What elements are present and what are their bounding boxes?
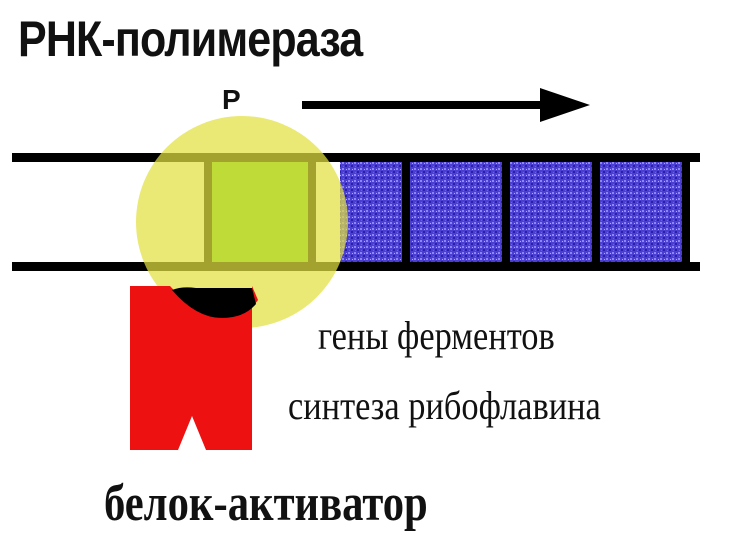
gene-block [510,160,592,264]
genes-label-line2: синтеза рибофлавина [288,383,601,428]
promoter-label: P [222,84,241,115]
gene-block [410,160,502,264]
dna-top-strand [12,153,700,162]
gene-block [600,160,682,264]
genes-label-line1: гены ферментов [318,313,555,358]
activator-protein [130,286,258,450]
dna-double-strand [12,153,700,271]
activator-label: белок-активатор [104,475,428,532]
gene-blocks [340,160,682,264]
dna-bottom-strand [12,262,700,271]
gene-separators [402,158,690,266]
gene-block [340,160,402,264]
rna-polymerase [136,116,348,328]
transcription-direction-arrow [302,88,590,122]
rna-polymerase-label: РНК-полимераза [18,11,363,67]
activator-contact-site [172,287,256,318]
